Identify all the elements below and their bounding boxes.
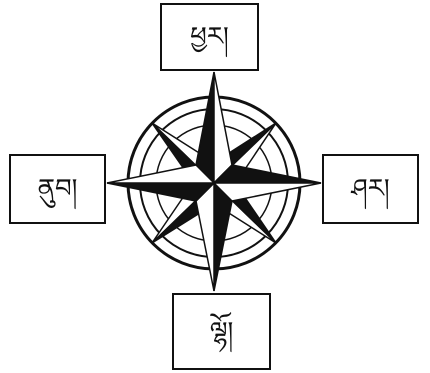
east-label-box: ཤར། xyxy=(322,154,419,224)
west-label: ནུབ། xyxy=(38,176,78,202)
north-label: ཕྱར། xyxy=(190,24,229,50)
south-label-box: ལྷོ། xyxy=(172,293,271,370)
west-label-box: ནུབ། xyxy=(9,154,106,224)
north-label-box: ཕྱར། xyxy=(160,3,259,71)
east-label: ཤར། xyxy=(351,176,389,202)
compass-cardinal-points xyxy=(107,72,321,291)
south-label: ལྷོ། xyxy=(210,319,234,345)
